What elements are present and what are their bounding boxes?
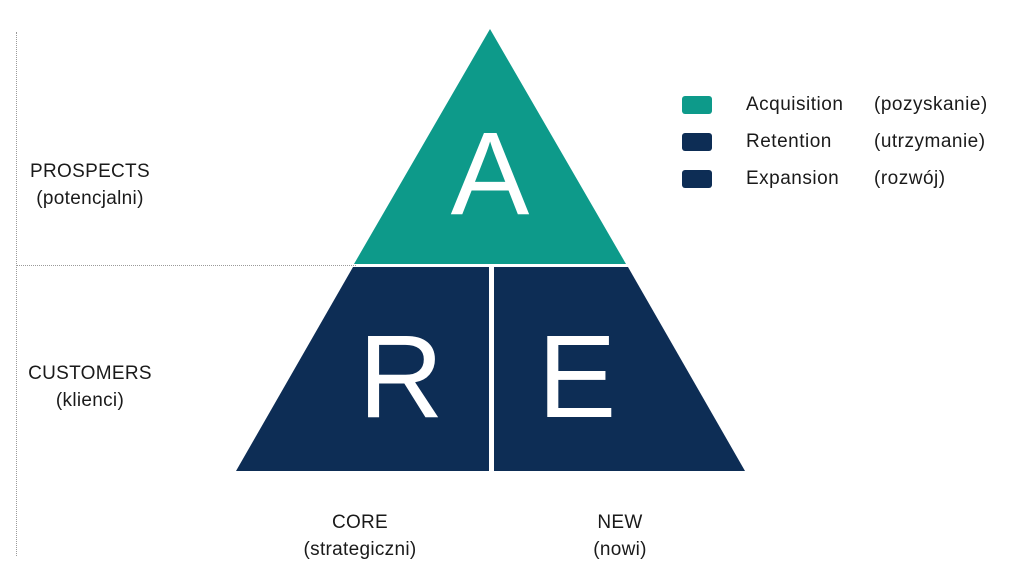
retention-segment xyxy=(236,267,489,471)
expansion-segment xyxy=(494,267,745,471)
legend-name: Acquisition xyxy=(746,94,844,115)
column-label-core: CORE (strategiczni) xyxy=(275,509,445,563)
column-label-new: NEW (nowi) xyxy=(545,509,695,563)
row-label-prospects: PROSPECTS (potencjalni) xyxy=(20,158,160,212)
row-label-customers: CUSTOMERS (klienci) xyxy=(20,360,160,414)
legend-name: Retention xyxy=(746,131,832,152)
acquisition-letter: A xyxy=(451,108,530,240)
row-label-title: PROSPECTS xyxy=(30,161,150,182)
horizontal-dotted-divider xyxy=(16,265,356,266)
expansion-letter: E xyxy=(538,311,617,443)
legend: Acquisition (pozyskanie) Retention (utrz… xyxy=(682,91,1017,202)
column-label-title: NEW xyxy=(597,512,643,533)
legend-swatch xyxy=(682,96,712,114)
legend-swatch xyxy=(682,170,712,188)
legend-item-acquisition: Acquisition (pozyskanie) xyxy=(682,91,1017,128)
vertical-dotted-divider xyxy=(16,32,17,556)
acquisition-segment xyxy=(354,29,626,264)
column-label-subtitle: (nowi) xyxy=(593,539,647,560)
legend-item-expansion: Expansion (rozwój) xyxy=(682,165,1017,202)
row-label-subtitle: (klienci) xyxy=(55,390,125,411)
retention-letter: R xyxy=(358,311,443,443)
column-label-title: CORE xyxy=(331,512,389,533)
legend-name: Expansion xyxy=(746,168,840,189)
legend-note: (pozyskanie) xyxy=(874,94,988,115)
legend-item-retention: Retention (utrzymanie) xyxy=(682,128,1017,165)
legend-swatch xyxy=(682,133,712,151)
legend-note: (rozwój) xyxy=(874,168,946,189)
legend-note: (utrzymanie) xyxy=(874,131,986,152)
row-label-title: CUSTOMERS xyxy=(28,363,152,384)
column-label-subtitle: (strategiczni) xyxy=(303,539,417,560)
row-label-subtitle: (potencjalni) xyxy=(36,188,144,209)
